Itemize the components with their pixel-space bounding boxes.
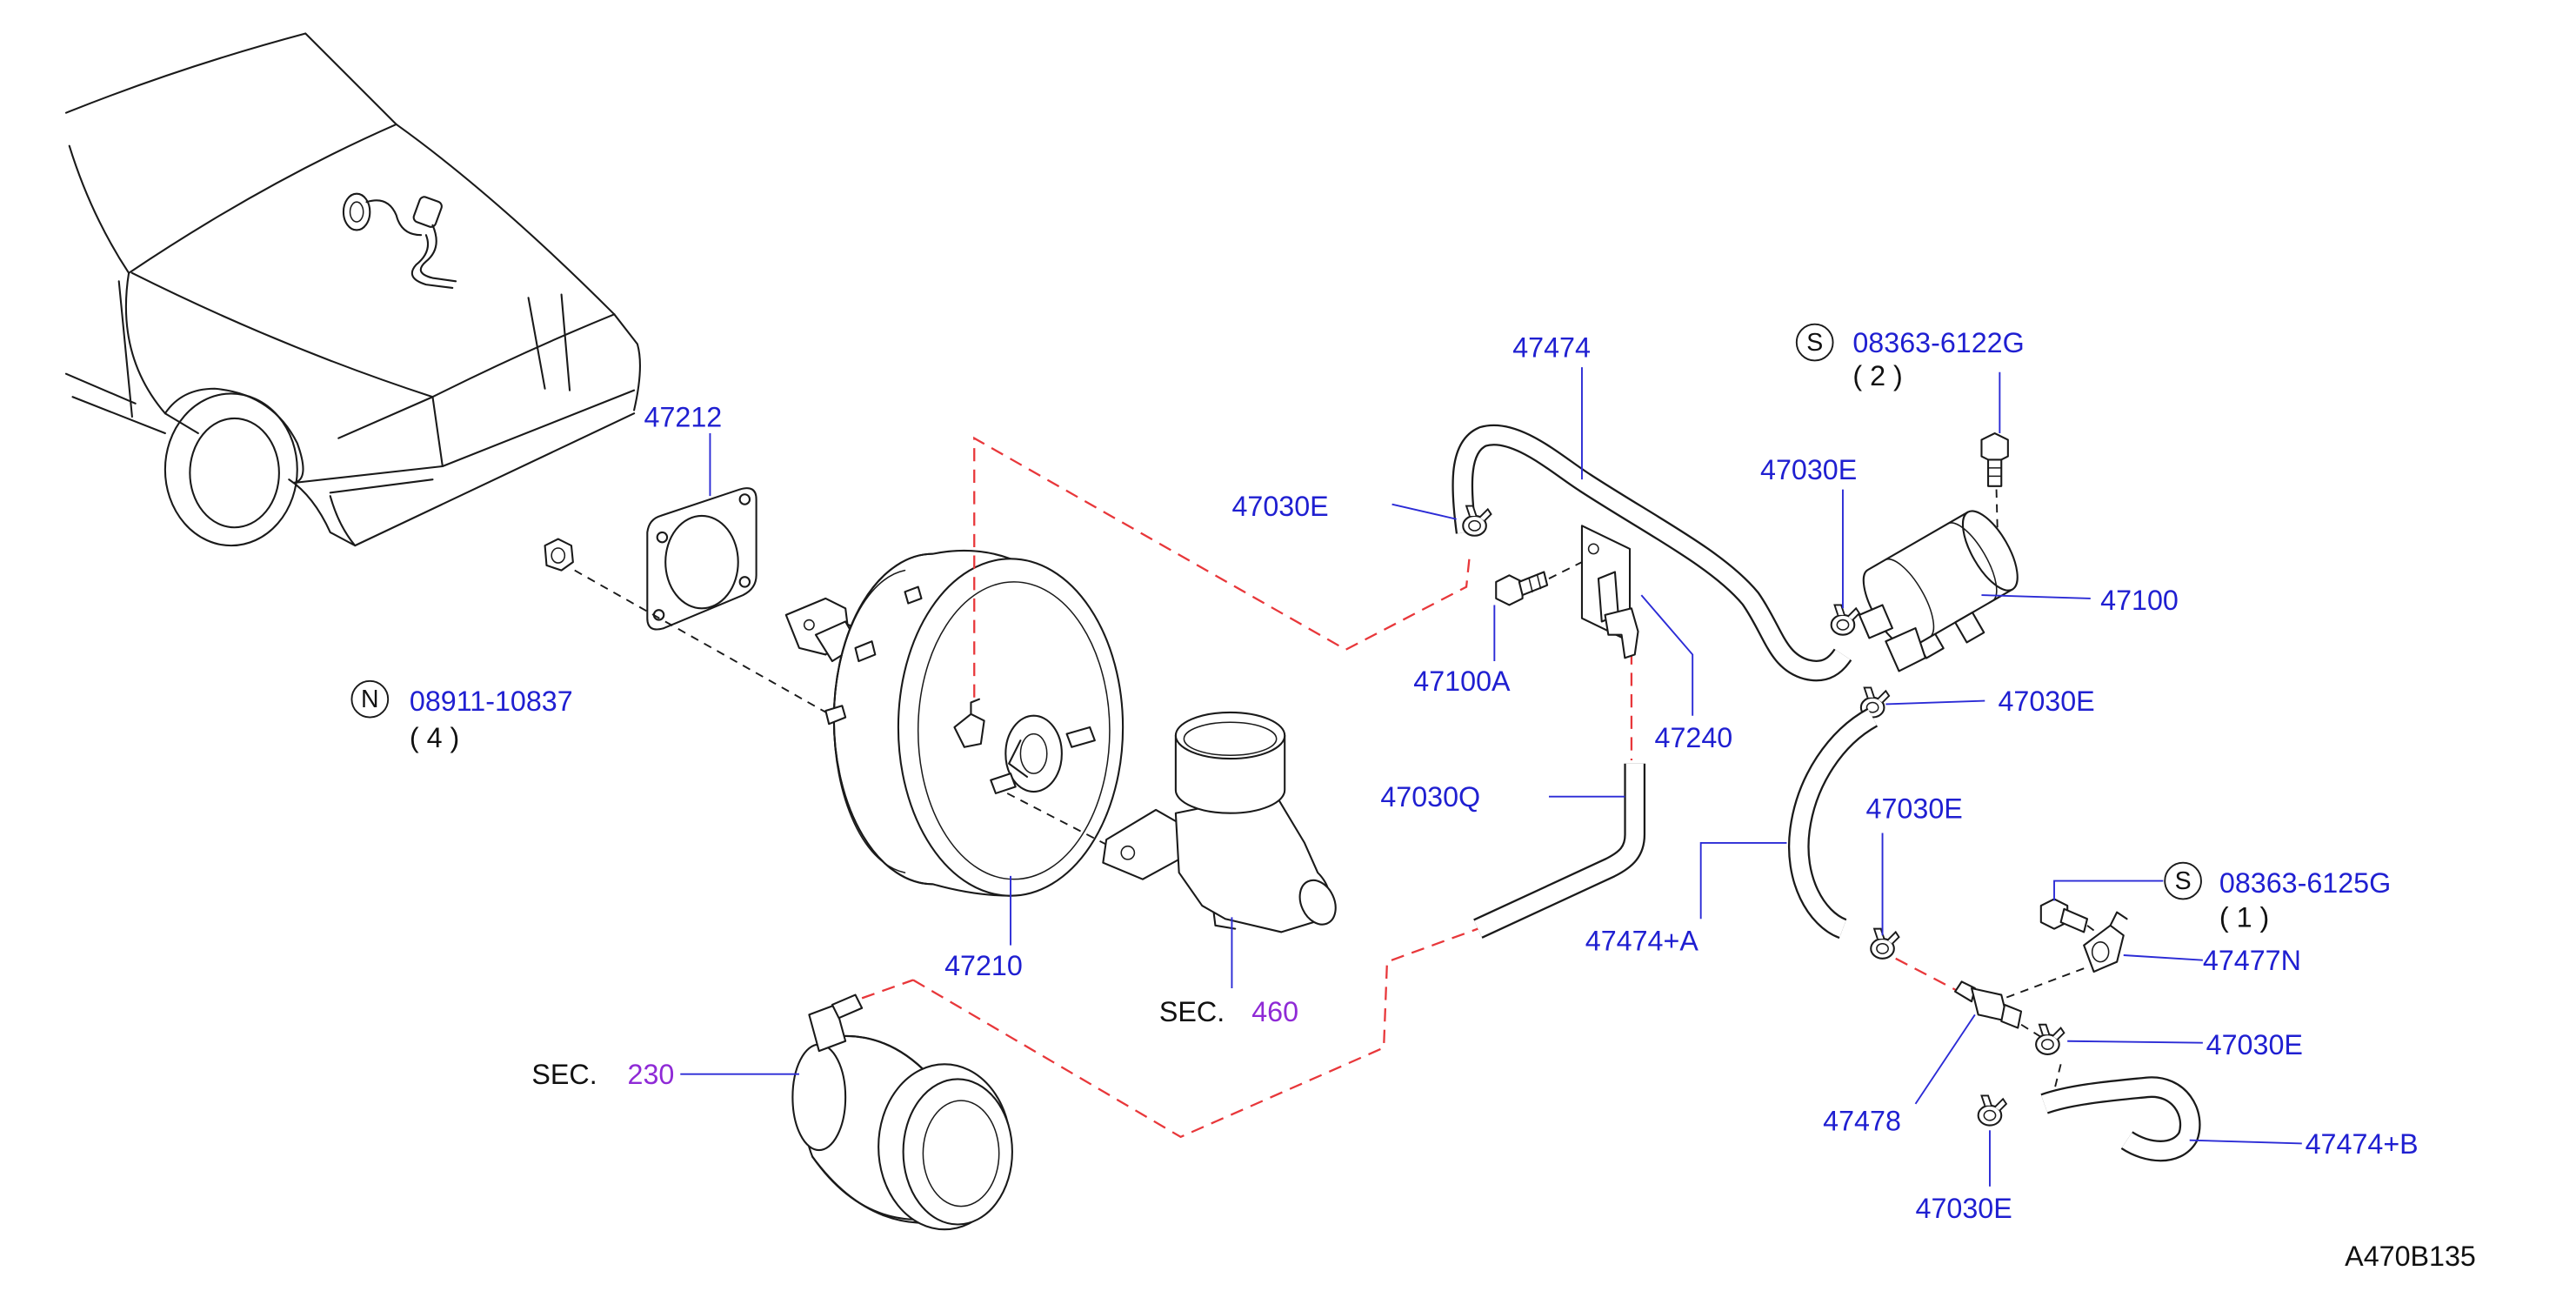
part-label-08363-6122g[interactable]: 08363-6122G bbox=[1852, 327, 2024, 358]
hood-mounted-component-icon bbox=[342, 192, 457, 289]
part-label-47030e-top-right[interactable]: 47030E bbox=[1760, 454, 1857, 485]
vehicle-outline bbox=[64, 32, 641, 547]
hose-clamp-icon[interactable] bbox=[1830, 604, 1861, 636]
part-label-47474-b[interactable]: 47474+B bbox=[2306, 1128, 2419, 1160]
part-label-47100a[interactable]: 47100A bbox=[1413, 666, 1511, 697]
hose-clamp-icon[interactable] bbox=[2035, 1023, 2065, 1055]
marker-n-text: N bbox=[361, 686, 379, 713]
part-label-47212[interactable]: 47212 bbox=[644, 401, 723, 432]
section-ref-230[interactable]: 230 bbox=[628, 1059, 675, 1090]
part-label-08363-6125g[interactable]: 08363-6125G bbox=[2219, 867, 2391, 899]
part-label-47474[interactable]: 47474 bbox=[1512, 332, 1591, 364]
part-label-47240[interactable]: 47240 bbox=[1655, 722, 1733, 753]
part-label-47030e-top-left[interactable]: 47030E bbox=[1231, 491, 1328, 522]
vacuum-unit[interactable] bbox=[791, 993, 1013, 1231]
part-label-47477n[interactable]: 47477N bbox=[2203, 945, 2301, 976]
nut-08911-10837[interactable] bbox=[544, 538, 574, 572]
part-label-47100[interactable]: 47100 bbox=[2100, 585, 2179, 616]
vacuum-hose-47474-a[interactable] bbox=[1788, 707, 1879, 940]
part-label-47030q[interactable]: 47030Q bbox=[1380, 781, 1480, 813]
part-label-47474-a[interactable]: 47474+A bbox=[1585, 925, 1699, 956]
part-label-47030e-mid[interactable]: 47030E bbox=[1866, 793, 1963, 824]
section-prefix-460: SEC. bbox=[1159, 996, 1225, 1027]
clip-47477n[interactable] bbox=[2083, 911, 2128, 973]
part-label-47478[interactable]: 47478 bbox=[1823, 1105, 1901, 1136]
marker-s-6125g-text: S bbox=[2175, 867, 2192, 895]
part-label-47030e-mid-right[interactable]: 47030E bbox=[1998, 686, 2094, 717]
section-ref-460[interactable]: 460 bbox=[1251, 996, 1298, 1027]
callout-marker-s-6122g bbox=[1795, 323, 1834, 362]
master-cylinder[interactable] bbox=[1102, 711, 1342, 933]
vacuum-hose-47474-b[interactable] bbox=[2040, 1076, 2201, 1162]
qty-label-08911-10837: ( 4 ) bbox=[410, 722, 459, 753]
qty-label-08363-6122g: ( 2 ) bbox=[1852, 360, 1902, 391]
hose-clamp-icon[interactable] bbox=[1870, 927, 1900, 960]
canister-47100[interactable] bbox=[1853, 503, 2039, 675]
gasket-47212[interactable] bbox=[646, 487, 757, 631]
brake-booster-47210[interactable] bbox=[824, 549, 1124, 897]
callout-marker-n bbox=[350, 679, 390, 719]
vacuum-tube-47030q[interactable] bbox=[1473, 763, 1646, 939]
check-valve-47478[interactable] bbox=[1954, 980, 2023, 1029]
vacuum-hose-47474[interactable] bbox=[1452, 424, 1852, 682]
bolt-47100a[interactable] bbox=[1495, 571, 1549, 606]
hose-clamp-icon[interactable] bbox=[1462, 505, 1492, 537]
bolt-08363-6122g[interactable] bbox=[1980, 431, 2009, 487]
section-prefix-230: SEC. bbox=[531, 1059, 597, 1090]
qty-label-08363-6125g: ( 1 ) bbox=[2219, 902, 2269, 933]
diagram-id: A470B135 bbox=[2345, 1241, 2476, 1272]
part-label-47030e-low-right[interactable]: 47030E bbox=[2206, 1029, 2303, 1060]
marker-s-6122g-text: S bbox=[1806, 329, 1823, 357]
part-label-47030e-bottom[interactable]: 47030E bbox=[1916, 1193, 2012, 1224]
part-label-08911-10837[interactable]: 08911-10837 bbox=[410, 686, 573, 717]
bolt-08363-6125g[interactable] bbox=[2039, 898, 2089, 933]
callout-marker-s-6125g bbox=[2164, 861, 2202, 900]
hose-clamp-icon[interactable] bbox=[1977, 1094, 2007, 1127]
bracket-47240[interactable] bbox=[1580, 525, 1639, 659]
part-label-47210[interactable]: 47210 bbox=[944, 950, 1023, 981]
